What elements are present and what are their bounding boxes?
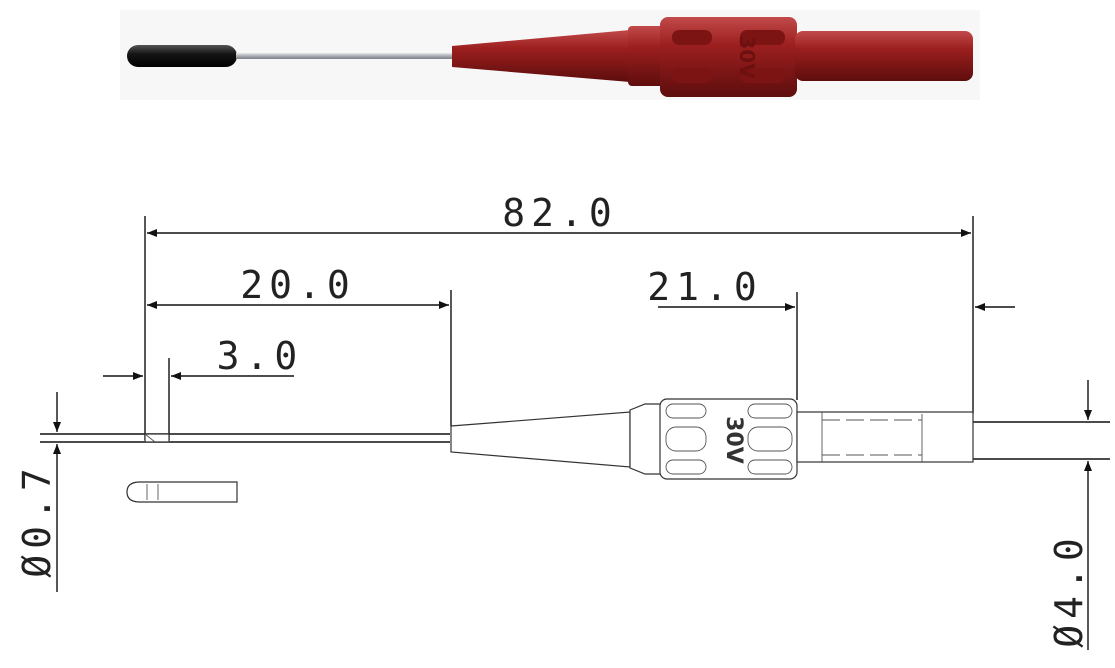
dimension-overall-length: 82.0 — [502, 191, 618, 235]
photo-grip — [660, 17, 797, 97]
drawing-pin-tip — [144, 433, 170, 443]
drawing-grip-slot — [665, 459, 707, 475]
photo-grip-slot — [672, 30, 712, 45]
drawing-grip-slot — [747, 459, 793, 475]
drawing-collar — [629, 403, 663, 475]
drawing-grip-slot — [747, 426, 793, 452]
dimension-tip-length: 3.0 — [217, 334, 304, 378]
dimension-pin-length: 20.0 — [240, 263, 356, 307]
drawing-voltage-marking: 30V — [721, 416, 746, 464]
drawing-socket — [796, 411, 974, 463]
photo-grip-slot — [740, 30, 785, 45]
dimension-pin-diameter: Ø0.7 — [15, 462, 59, 578]
dimension-socket-length: 21.0 — [647, 265, 763, 309]
photo-voltage-marking: 30V — [735, 35, 759, 79]
technical-drawing: 82.0 20.0 3.0 21.0 Ø0.7 Ø4.0 — [15, 191, 1110, 650]
photo-socket — [795, 31, 973, 81]
drawing-grip-slot — [665, 426, 707, 452]
probe-photo: 30V — [120, 10, 980, 100]
photo-taper — [452, 30, 630, 82]
photo-collar — [628, 26, 664, 86]
photo-tip-cap — [127, 45, 237, 67]
photo-pin — [236, 53, 454, 59]
drawing-tip-cap — [126, 481, 238, 503]
drawing-taper — [450, 411, 631, 468]
dimension-socket-diameter: Ø4.0 — [1047, 532, 1091, 648]
drawing-pin-bevel — [144, 433, 156, 443]
photo-grip-slot — [740, 68, 785, 83]
drawing-grip-slot — [747, 403, 793, 419]
drawing-grip-slot — [665, 403, 707, 419]
photo-grip-slot — [672, 68, 712, 83]
